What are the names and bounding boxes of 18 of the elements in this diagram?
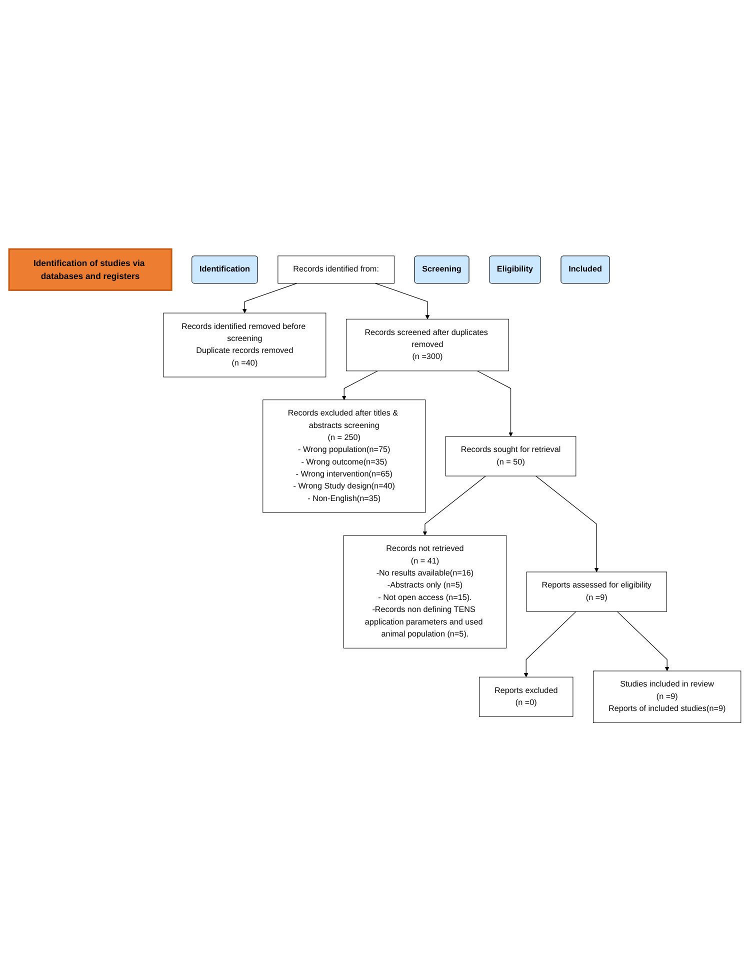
arrow	[374, 282, 430, 319]
node-box: Records not retrieved (n = 41) -No results available(n=16) -Abstracts only (n=5) - Not open access (n=15). -Records non defining TENS application parameters and used animal population (n=5).	[343, 534, 506, 648]
node-box: Identification of studies via databases and registers	[8, 248, 172, 291]
node-box: Studies included in review (n =9) Reports of included studies(n=9)	[593, 670, 742, 723]
arrow	[524, 610, 576, 677]
arrow	[476, 370, 514, 436]
node-box: Records identified removed before screening Duplicate records removed (n =40)	[163, 312, 326, 377]
node-box: Records screened after duplicates removed (n =300)	[346, 318, 509, 371]
node-box: Reports assessed for eligibility (n =9)	[526, 571, 667, 612]
arrow	[342, 370, 378, 400]
arrow	[242, 282, 298, 313]
arrow	[616, 610, 670, 671]
node-box: Records sought for retrieval (n = 50)	[445, 436, 576, 476]
arrow	[422, 475, 486, 536]
node-box: Records identified from:	[278, 255, 394, 284]
node-box: Records excluded after titles & abstracts screening (n = 250) - Wrong population(n=75) - Wrong outcome(n=35) - Wrong intervention(n=65) - Wrong Study design(n=40) - Non-English(n=35)	[262, 399, 426, 512]
arrow	[536, 475, 599, 572]
node-box: Reports excluded (n =0)	[479, 676, 574, 716]
